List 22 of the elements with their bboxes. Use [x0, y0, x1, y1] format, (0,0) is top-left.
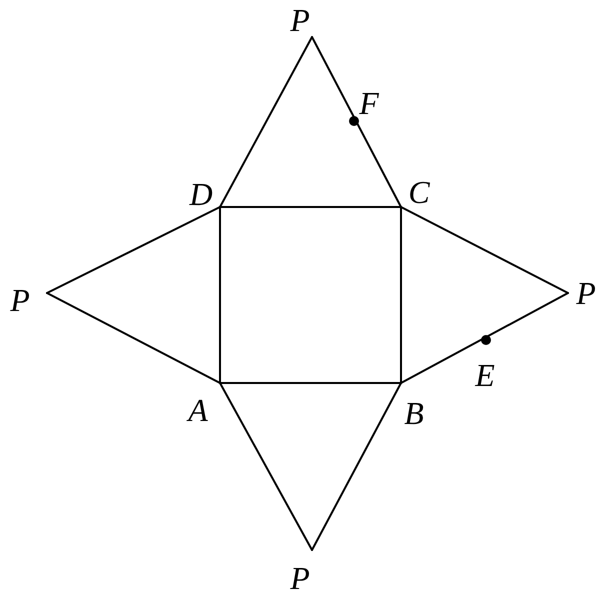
line-segment [46, 292, 221, 384]
line-segment [219, 382, 313, 551]
vertex-label: P [576, 277, 596, 309]
vertex-label: P [10, 284, 30, 316]
vertex-label: P [290, 4, 310, 36]
line-segment [219, 206, 402, 208]
vertex-label: B [404, 397, 424, 429]
vertex-label: A [188, 394, 208, 426]
line-segment [400, 206, 402, 384]
line-segment [400, 206, 569, 294]
line-segment [219, 206, 221, 384]
vertex-label: P [290, 562, 310, 594]
line-segment [219, 36, 313, 208]
point-label: E [475, 359, 495, 391]
vertex-label: D [189, 178, 213, 210]
point-label: F [359, 87, 379, 119]
line-segment [46, 206, 221, 294]
line-segment [311, 36, 402, 208]
vertex-label: C [408, 176, 430, 208]
line-segment [311, 382, 402, 551]
line-segment [400, 292, 569, 384]
line-segment [219, 382, 402, 384]
